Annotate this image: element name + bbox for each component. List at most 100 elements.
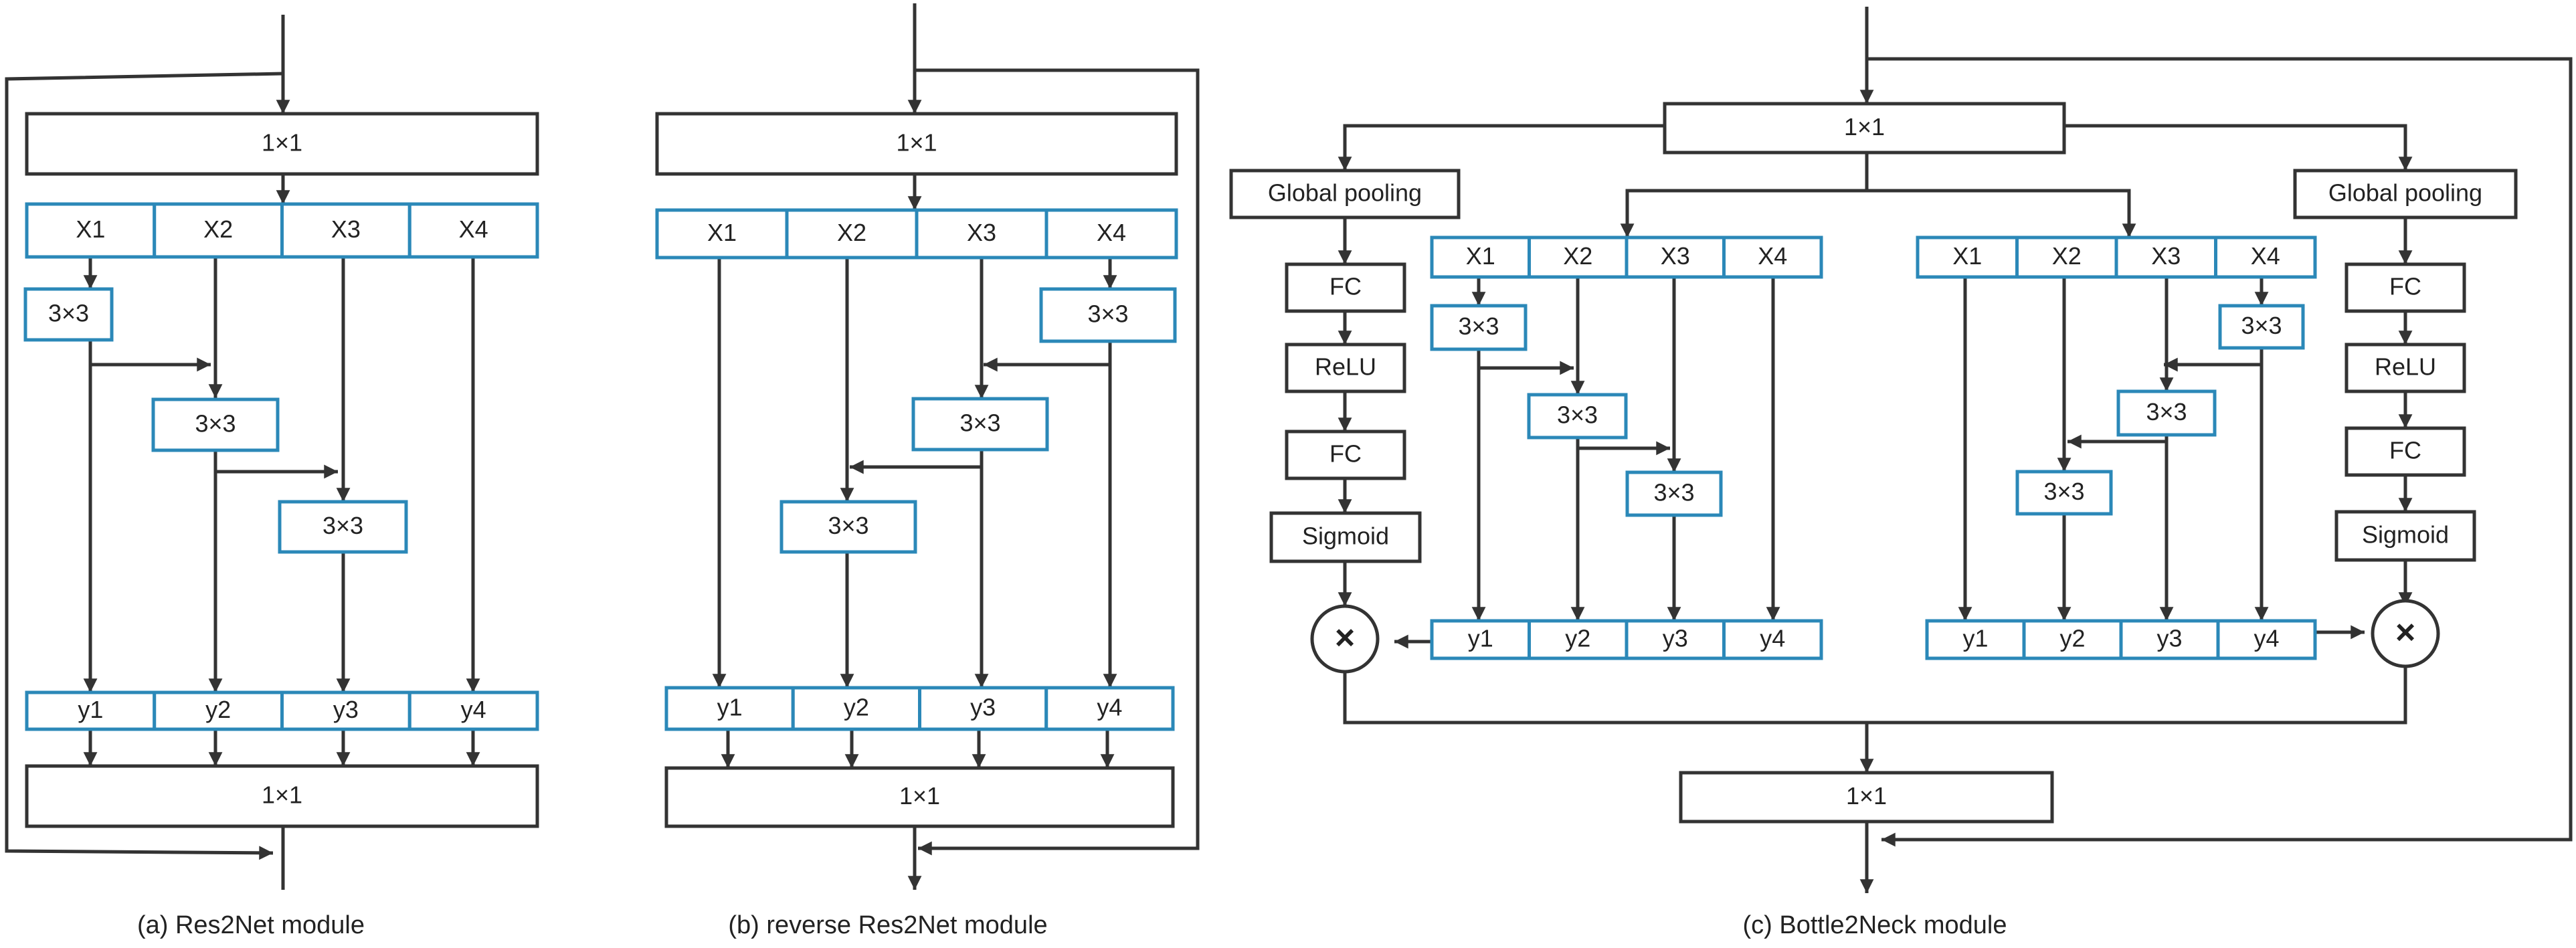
a-split-4-label: X4 bbox=[459, 215, 488, 243]
a-split-4: X4 bbox=[407, 202, 539, 259]
c-to-left-se bbox=[1338, 124, 1665, 171]
a-conv-2-label: 3×3 bbox=[195, 410, 236, 438]
a-output-2: y2 bbox=[153, 690, 284, 731]
b-split-3: X3 bbox=[915, 208, 1048, 260]
b-output-2: y2 bbox=[791, 686, 921, 731]
a-output-2-label: y2 bbox=[205, 696, 231, 723]
c-rb-split-3: X3 bbox=[2114, 235, 2217, 279]
c-rb-split-2-label: X2 bbox=[2052, 242, 2082, 270]
a-output-3: y3 bbox=[280, 690, 411, 731]
c-rb-split-1: X1 bbox=[1916, 235, 2019, 279]
a-output-4: y4 bbox=[407, 690, 539, 731]
c-left-relu: ReLU bbox=[1285, 343, 1406, 393]
c-rb-output-2: y2 bbox=[2022, 619, 2123, 660]
c-top-conv-label: 1×1 bbox=[1844, 113, 1885, 140]
b-top-conv: 1×1 bbox=[655, 112, 1178, 176]
c-rb-split-3-label: X3 bbox=[2151, 242, 2181, 270]
c-left-sigmoid-label: Sigmoid bbox=[1302, 523, 1389, 550]
c-lb-conv-2-label: 3×3 bbox=[1557, 401, 1598, 429]
c-lb-split-3: X3 bbox=[1625, 235, 1726, 279]
c-caption: (c) Bottle2Neck module bbox=[1743, 911, 2007, 939]
c-rb-output-3: y3 bbox=[2119, 619, 2220, 660]
c-lb-output-1-label: y1 bbox=[1468, 625, 1493, 652]
c-bottom-conv: 1×1 bbox=[1679, 771, 2054, 824]
a-split-3: X3 bbox=[280, 202, 411, 259]
b-bottom-conv: 1×1 bbox=[664, 766, 1175, 828]
a-conv-1: 3×3 bbox=[23, 287, 114, 342]
c-right-gpool: Global pooling bbox=[2293, 169, 2518, 219]
a-split-1-label: X1 bbox=[76, 215, 105, 243]
b-split-3-label: X3 bbox=[967, 219, 996, 246]
c-rb-split-2: X2 bbox=[2015, 235, 2118, 279]
c-left-fc2: FC bbox=[1285, 430, 1406, 480]
c-lb-output-3: y3 bbox=[1625, 619, 1726, 660]
b-split-1: X1 bbox=[655, 208, 789, 260]
b-output-2-label: y2 bbox=[844, 694, 869, 721]
c-rb-split-4: X4 bbox=[2214, 235, 2317, 279]
c-lb-split-4: X4 bbox=[1722, 235, 1823, 279]
b-caption: (b) reverse Res2Net module bbox=[728, 911, 1047, 939]
c-left-fc1: FC bbox=[1285, 262, 1406, 313]
c-rb-output-1-label: y1 bbox=[1962, 625, 1988, 652]
c-lb-split-3-label: X3 bbox=[1661, 242, 1690, 270]
c-bottom-conv-label: 1×1 bbox=[1846, 782, 1887, 810]
b-conv-3: 3×3 bbox=[779, 500, 917, 554]
b-bottom-conv-label: 1×1 bbox=[899, 782, 940, 810]
b-top-conv-label: 1×1 bbox=[896, 129, 937, 157]
b-conv-3-label: 3×3 bbox=[828, 512, 868, 539]
c-right-relu-label: ReLU bbox=[2375, 353, 2436, 381]
c-lb-split-1-label: X1 bbox=[1466, 242, 1495, 270]
a-caption: (a) Res2Net module bbox=[137, 911, 365, 939]
b-output-1: y1 bbox=[664, 686, 795, 731]
c-lb-output-3-label: y3 bbox=[1663, 625, 1688, 652]
b-output-4-label: y4 bbox=[1097, 694, 1122, 721]
c-right-sigmoid-label: Sigmoid bbox=[2362, 521, 2449, 549]
c-lb-split-2: X2 bbox=[1528, 235, 1629, 279]
c-lb-conv-1: 3×3 bbox=[1430, 304, 1528, 351]
c-lb-output-4-label: y4 bbox=[1760, 625, 1785, 652]
b-split-4-label: X4 bbox=[1097, 219, 1126, 246]
b-conv-2-label: 3×3 bbox=[959, 409, 1000, 437]
c-rb-split-1-label: X1 bbox=[1952, 242, 1982, 270]
a-output-4-label: y4 bbox=[461, 696, 486, 723]
c-lb-output-4: y4 bbox=[1722, 619, 1823, 660]
c-rb-conv-1-label: 3×3 bbox=[2241, 312, 2282, 339]
a-output-1-label: y1 bbox=[78, 696, 103, 723]
c-right-multiply: × bbox=[2371, 599, 2440, 668]
a-output-1: y1 bbox=[25, 690, 157, 731]
b-conv-1-label: 3×3 bbox=[1087, 300, 1128, 328]
c-lb-output-2: y2 bbox=[1528, 619, 1629, 660]
a-conv-2: 3×3 bbox=[151, 397, 280, 452]
c-right-sigmoid: Sigmoid bbox=[2334, 510, 2476, 562]
b-split-1-label: X1 bbox=[707, 219, 737, 246]
c-to-right-se bbox=[2064, 124, 2413, 171]
c-rb-conv-1: 3×3 bbox=[2218, 304, 2305, 350]
b-output-1-label: y1 bbox=[717, 694, 743, 721]
c-lb-split-2-label: X2 bbox=[1563, 242, 1592, 270]
c-left-gpool-label: Global pooling bbox=[1268, 179, 1422, 207]
b-split-2: X2 bbox=[785, 208, 919, 260]
c-rb-output-3-label: y3 bbox=[2156, 625, 2182, 652]
c-left-fc1-label: FC bbox=[1329, 273, 1362, 300]
c-left-fc2-label: FC bbox=[1329, 440, 1362, 468]
a-split-2-label: X2 bbox=[203, 215, 233, 243]
c-rb-conv-3: 3×3 bbox=[2015, 470, 2113, 516]
c-to-right-branch bbox=[1867, 189, 2136, 238]
a-bottom-conv: 1×1 bbox=[25, 764, 539, 828]
c-right-mult-merge bbox=[1867, 666, 2407, 725]
c-left-multiply-symbol: × bbox=[1335, 619, 1355, 658]
c-left-sigmoid: Sigmoid bbox=[1269, 511, 1422, 563]
c-top-conv: 1×1 bbox=[1663, 102, 2066, 155]
a-bottom-conv-label: 1×1 bbox=[262, 781, 302, 809]
c-rb-output-4-label: y4 bbox=[2253, 625, 2279, 652]
b-conv-2: 3×3 bbox=[911, 397, 1049, 452]
b-output-3: y3 bbox=[918, 686, 1048, 731]
b-output-3-label: y3 bbox=[970, 694, 996, 721]
c-right-fc1-label: FC bbox=[2389, 273, 2421, 300]
a-split-2: X2 bbox=[153, 202, 284, 259]
c-residual-path bbox=[1867, 57, 2573, 847]
c-lb-output-2-label: y2 bbox=[1565, 625, 1590, 652]
